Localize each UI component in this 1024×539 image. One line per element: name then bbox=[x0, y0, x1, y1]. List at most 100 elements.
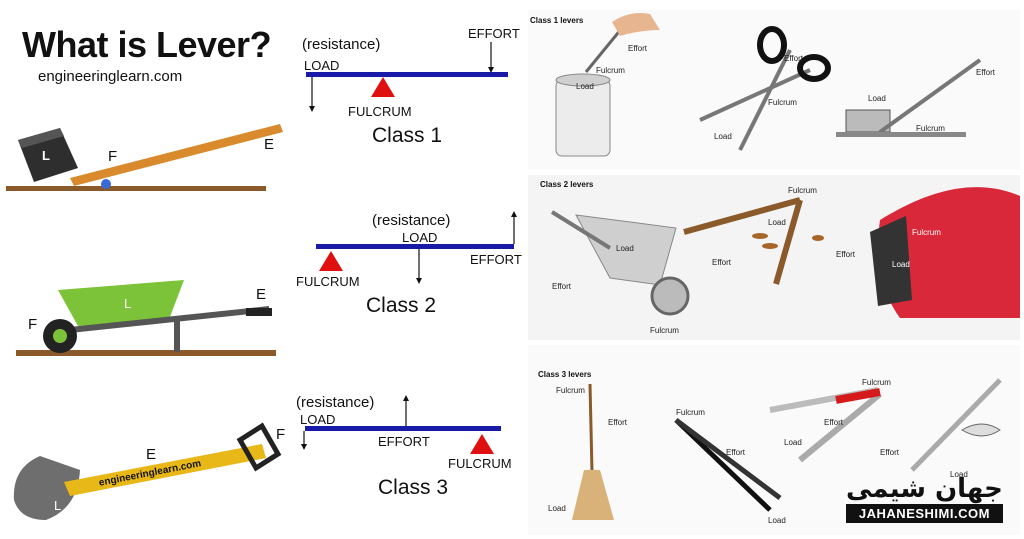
scissors-load: Load bbox=[714, 132, 732, 141]
tweezers-load: Load bbox=[768, 516, 786, 525]
paintcan-effort: Effort bbox=[628, 44, 647, 53]
class3-load-letter: L bbox=[54, 498, 62, 513]
beam-1 bbox=[306, 72, 508, 77]
class3-fulcrum-letter: F bbox=[276, 426, 286, 443]
barrow-tub bbox=[58, 280, 184, 326]
class2-load-letter: L bbox=[124, 296, 132, 311]
class3-resistance-label: (resistance) bbox=[296, 394, 375, 411]
class2-name: Class 2 bbox=[366, 294, 437, 317]
crowbar-fulcrum: Fulcrum bbox=[916, 124, 945, 133]
watermark-persian: جهان شیمی bbox=[846, 474, 1003, 504]
tongs-fulcrum: Fulcrum bbox=[862, 378, 891, 387]
class1-illustration bbox=[6, 124, 283, 191]
class3-illustration bbox=[13, 422, 282, 520]
paintcan-load: Load bbox=[576, 82, 594, 91]
broom-stick bbox=[588, 383, 594, 473]
scissor-handle-b bbox=[797, 54, 831, 82]
rock-top bbox=[18, 128, 64, 148]
class2-diagram bbox=[316, 211, 517, 284]
screwdriver bbox=[584, 27, 624, 73]
shovel-blade bbox=[13, 456, 80, 520]
fishing-rod bbox=[910, 378, 1002, 472]
barrow-handle bbox=[60, 306, 270, 334]
cardoor-fulcrum: Fulcrum bbox=[912, 228, 941, 237]
wheelbarrow-handle bbox=[550, 210, 612, 250]
class1-load-letter: L bbox=[42, 148, 50, 163]
tongs-effort: Effort bbox=[824, 418, 843, 427]
class3-effort-letter: E bbox=[146, 446, 157, 463]
tweezers-fulcrum: Fulcrum bbox=[676, 408, 705, 417]
cardoor-effort: Effort bbox=[836, 250, 855, 259]
car-body bbox=[878, 187, 1020, 318]
class1-resistance-label: (resistance) bbox=[302, 36, 381, 53]
scissor-blade-b bbox=[699, 68, 811, 122]
crowbar bbox=[878, 58, 982, 134]
car-door bbox=[870, 216, 912, 306]
tongs-arm-b bbox=[798, 391, 882, 463]
barrow-hub bbox=[53, 329, 67, 343]
wheelbarrow-effort: Effort bbox=[552, 282, 571, 291]
hand bbox=[612, 13, 660, 36]
tweezers-effort: Effort bbox=[726, 448, 745, 457]
fulcrum-triangle-2 bbox=[319, 251, 343, 271]
class2-fulcrum-letter: F bbox=[28, 316, 38, 333]
tongs-load: Load bbox=[784, 438, 802, 447]
class2-fulcrum-label: FULCRUM bbox=[296, 274, 360, 289]
tweezer-arm-b bbox=[674, 418, 782, 500]
class1-effort-label: EFFORT bbox=[468, 26, 520, 41]
class2-examples bbox=[528, 175, 1020, 340]
watermark-latin: JAHANESHIMI.COM bbox=[846, 504, 1003, 523]
paintcan-fulcrum: Fulcrum bbox=[596, 66, 625, 75]
class1-effort-letter: E bbox=[264, 136, 275, 153]
plank-lever bbox=[70, 124, 283, 186]
nutcracker-arm-a bbox=[683, 197, 801, 235]
class3-load-label: LOAD bbox=[300, 412, 336, 427]
shovel-shaft bbox=[64, 444, 266, 496]
class3-fulcrum-label: FULCRUM bbox=[448, 456, 512, 471]
class3-effort-label: EFFORT bbox=[378, 434, 430, 449]
fishingrod-load: Load bbox=[950, 470, 968, 479]
beam-2 bbox=[316, 244, 514, 249]
fishingrod-effort: Effort bbox=[880, 448, 899, 457]
class2-effort-label: EFFORT bbox=[470, 252, 522, 267]
class1-examples bbox=[528, 10, 1020, 170]
scissor-handle-a bbox=[757, 26, 787, 64]
scissor-blade-a bbox=[738, 49, 792, 151]
broom-bristles bbox=[572, 470, 614, 520]
barrow-grip bbox=[246, 308, 272, 316]
ground-1 bbox=[6, 186, 266, 191]
scissors-effort: Effort bbox=[784, 54, 803, 63]
class2-effort-letter: E bbox=[256, 286, 267, 303]
broom-load: Load bbox=[548, 504, 566, 513]
nutcracker-fulcrum: Fulcrum bbox=[788, 186, 817, 195]
class1-fulcrum-label: FULCRUM bbox=[348, 104, 412, 119]
fulcrum-triangle-3 bbox=[470, 434, 494, 454]
nutcracker-load: Load bbox=[768, 218, 786, 227]
class3-diagram bbox=[301, 395, 501, 454]
paint-can bbox=[555, 79, 611, 157]
shovel-d-grip bbox=[236, 422, 282, 472]
fish bbox=[961, 423, 1001, 437]
wheelbarrow-fulcrum: Fulcrum bbox=[650, 326, 679, 335]
ground-2 bbox=[16, 350, 276, 356]
barrow-leg bbox=[174, 320, 180, 352]
class1-name: Class 1 bbox=[372, 124, 443, 147]
cardoor-load: Load bbox=[892, 260, 910, 269]
wheelbarrow-wheel bbox=[650, 276, 690, 316]
crowbar-load: Load bbox=[868, 94, 886, 103]
fulcrum-triangle-1 bbox=[371, 77, 395, 97]
crowbar-effort: Effort bbox=[976, 68, 995, 77]
nutcracker-effort: Effort bbox=[712, 258, 731, 267]
class1-diagram bbox=[306, 42, 508, 112]
beam-3 bbox=[305, 426, 501, 431]
class2-illustration bbox=[16, 280, 276, 356]
class1-examples-heading: Class 1 levers bbox=[530, 16, 584, 25]
wheelbarrow-load: Load bbox=[616, 244, 634, 253]
website-label: engineeringlearn.com bbox=[38, 68, 183, 85]
class3-examples-heading: Class 3 levers bbox=[538, 370, 592, 379]
nutcracker-arm-b bbox=[773, 199, 803, 285]
fulcrum-ball-1 bbox=[101, 179, 111, 189]
class3-name: Class 3 bbox=[378, 476, 449, 499]
page-title: What is Lever? bbox=[22, 24, 272, 65]
